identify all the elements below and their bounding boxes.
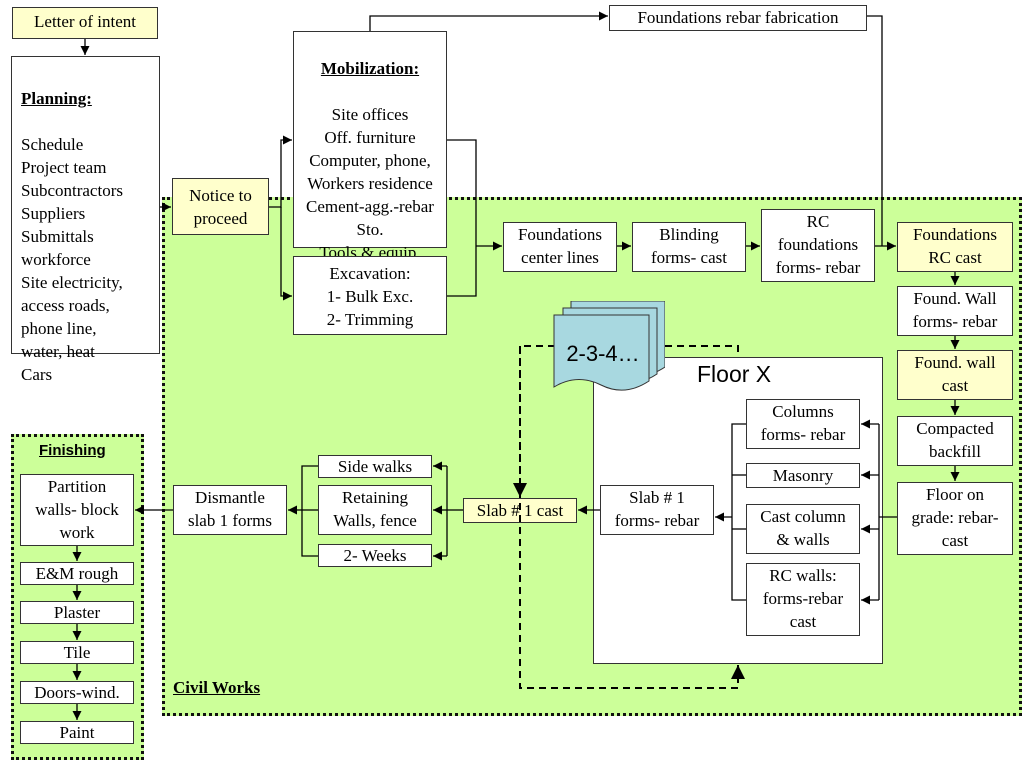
civil-works-label: Civil Works [173, 678, 261, 697]
stacked-floors-icon: 2-3-4… [553, 301, 665, 391]
finishing-item: Paint [20, 721, 134, 744]
foundations-center-lines-box: Foundations center lines [503, 222, 617, 272]
foundations-rebar-fabrication-box: Foundations rebar fabrication [609, 5, 867, 31]
finishing-item: E&M rough [20, 562, 134, 585]
slab1-cast-box: Slab # 1 cast [463, 498, 577, 523]
dismantle-slab-forms-box: Dismantle slab 1 forms [173, 485, 287, 535]
mobilization-box: Mobilization: Site offices Off. furnitur… [293, 31, 447, 285]
floor-x-label: Floor X [697, 361, 772, 387]
columns-forms-box: Columns forms- rebar [746, 399, 860, 449]
letter-of-intent-box: Letter of intent [12, 7, 158, 39]
floor-on-grade-box: Floor on grade: rebar- cast [897, 482, 1013, 555]
foundations-rc-cast-box: Foundations RC cast [897, 222, 1013, 272]
notice-to-proceed-box: Notice to proceed [172, 178, 269, 235]
finishing-item: Doors-wind. [20, 681, 134, 704]
two-weeks-box: 2- Weeks [318, 544, 432, 567]
finishing-item: Tile [20, 641, 134, 664]
rc-foundations-box: RC foundations forms- rebar [761, 209, 875, 282]
retaining-walls-box: Retaining Walls, fence [318, 485, 432, 535]
compacted-backfill-box: Compacted backfill [897, 416, 1013, 466]
excavation-box: Excavation: 1- Bulk Exc. 2- Trimming [293, 256, 447, 335]
mobilization-title: Mobilization: [320, 59, 420, 78]
cast-column-walls-box: Cast column & walls [746, 504, 860, 554]
rc-walls-box: RC walls: forms-rebar cast [746, 563, 860, 636]
finishing-item: Plaster [20, 601, 134, 624]
finishing-item: Partition walls- block work [20, 474, 134, 546]
planning-items: Schedule Project team Subcontractors Sup… [21, 135, 123, 384]
found-wall-forms-box: Found. Wall forms- rebar [897, 286, 1013, 336]
planning-box: Planning: Schedule Project team Subcontr… [11, 56, 160, 384]
side-walks-box: Side walks [318, 455, 432, 478]
civil-works-region [162, 197, 1022, 716]
planning-title: Planning: [21, 89, 92, 108]
blinding-forms-cast-box: Blinding forms- cast [632, 222, 746, 272]
slab1-forms-rebar-box: Slab # 1 forms- rebar [600, 485, 714, 535]
finishing-title: Finishing [39, 442, 106, 459]
masonry-box: Masonry [746, 463, 860, 488]
stack-label: 2-3-4… [566, 341, 639, 366]
found-wall-cast-box: Found. wall cast [897, 350, 1013, 400]
